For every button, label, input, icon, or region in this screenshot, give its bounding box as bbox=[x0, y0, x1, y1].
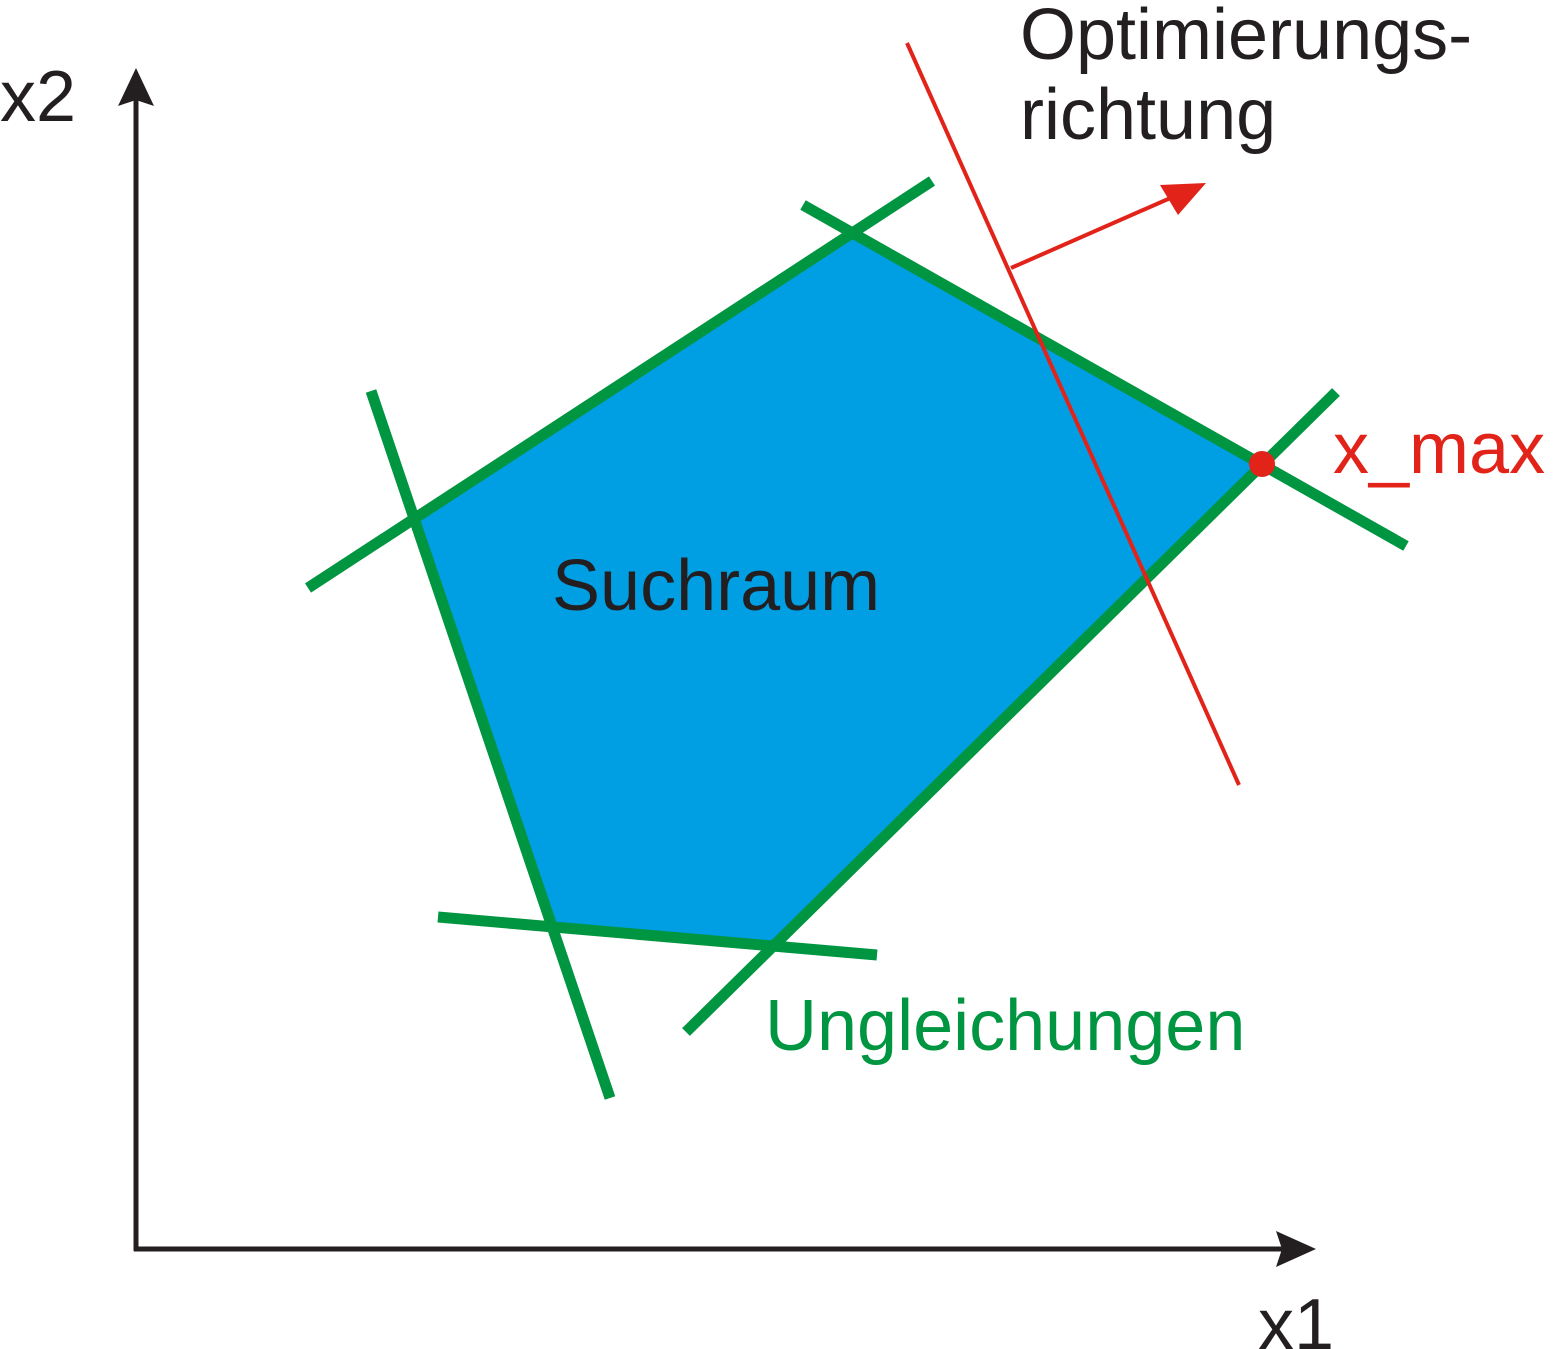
region-label: Suchraum bbox=[552, 546, 880, 626]
x2-axis-arrow-icon bbox=[118, 68, 154, 106]
objective-level-line bbox=[905, 42, 1241, 786]
optimum-point bbox=[1249, 451, 1275, 477]
optimum-label: x_max bbox=[1333, 409, 1545, 489]
optimization-direction-arrow bbox=[1010, 183, 1206, 270]
constraint-line-upper-right bbox=[800, 200, 1409, 551]
constraint-line-left bbox=[365, 389, 616, 1100]
x-axis-label: x1 bbox=[1258, 1285, 1334, 1349]
constraint-line-diagonal bbox=[682, 388, 1340, 1036]
objective-label-line-2: richtung bbox=[1020, 75, 1276, 155]
feasible-region bbox=[415, 234, 1262, 945]
constraint-line-bottom bbox=[437, 911, 878, 961]
y-axis-label: x2 bbox=[0, 57, 76, 137]
constraints-label: Ungleichungen bbox=[765, 986, 1245, 1066]
constraint-lines bbox=[304, 176, 1409, 1100]
x1-axis-arrow-icon bbox=[1276, 1231, 1316, 1267]
coordinate-axes bbox=[118, 68, 1316, 1267]
objective-label-line-1: Optimierungs- bbox=[1020, 0, 1472, 75]
